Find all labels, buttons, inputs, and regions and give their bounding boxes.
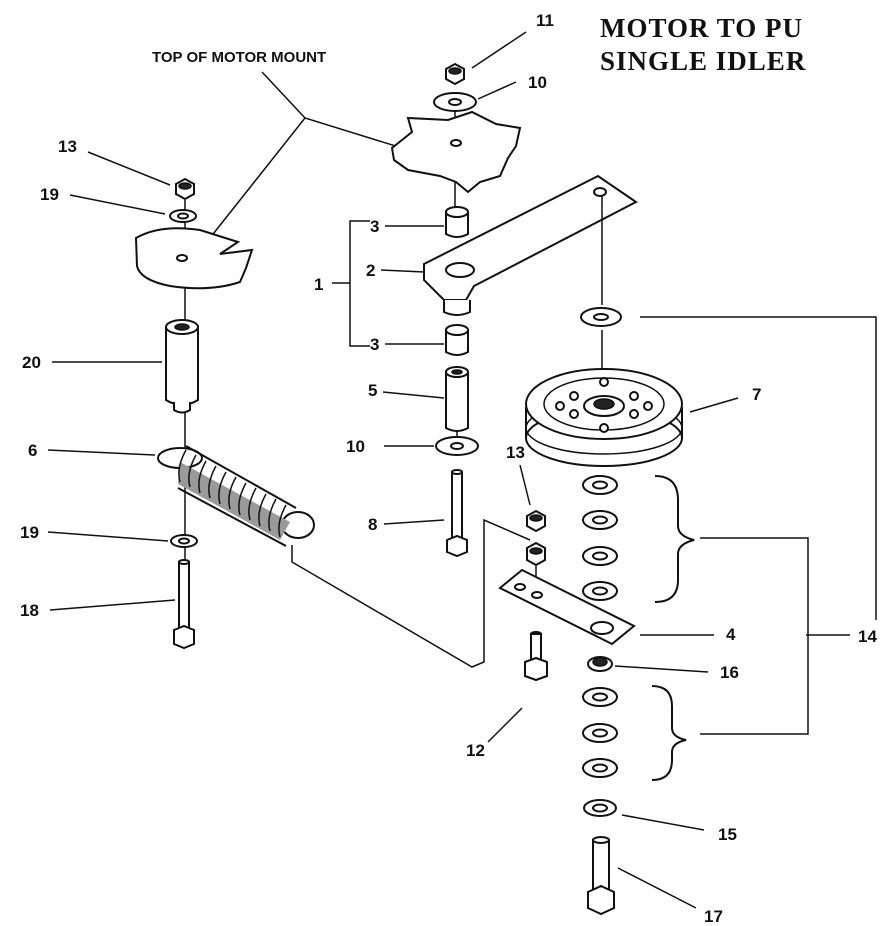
nut-13-lower	[526, 541, 546, 567]
extension-spring-6	[157, 445, 315, 547]
callout-19-bottom: 19	[20, 523, 39, 542]
callout-10-bottom: 10	[346, 437, 365, 456]
bolt-18	[173, 559, 195, 650]
washer-stack-upper	[582, 475, 618, 601]
washer-10-top	[433, 92, 477, 112]
caption-top-of-motor-mount: TOP OF MOTOR MOUNT	[152, 49, 326, 66]
bolt-12	[524, 631, 548, 682]
motor-mount-plate-left	[134, 227, 254, 290]
bolt-17	[587, 836, 615, 916]
washer-14-top	[580, 307, 622, 327]
callout-15: 15	[718, 825, 737, 844]
washer-15	[583, 799, 617, 817]
spring-hook-path	[291, 518, 531, 668]
motor-mount-plate-center	[390, 110, 522, 194]
callout-12: 12	[466, 741, 485, 760]
callout-3-bottom: 3	[370, 335, 379, 354]
washer-19-bottom	[170, 534, 198, 548]
callout-2: 2	[366, 261, 375, 280]
nut-11	[445, 62, 465, 86]
callout-18: 18	[20, 601, 39, 620]
callout-labels: 13 19 20 6 19 18 11 10 3 2 1 3 5 10 8 13…	[20, 11, 877, 926]
caption-leader-lines	[201, 71, 416, 249]
callout-20: 20	[22, 353, 41, 372]
pulley-7	[525, 368, 683, 467]
callout-8: 8	[368, 515, 377, 534]
spacer-5	[445, 366, 469, 432]
callout-13-right: 13	[506, 443, 525, 462]
callout-7: 7	[752, 385, 761, 404]
callout-3-top: 3	[370, 217, 379, 236]
bolt-8	[446, 469, 468, 558]
bushing-3-top	[445, 206, 469, 238]
washer-19-top	[169, 209, 197, 223]
callout-6: 6	[28, 441, 37, 460]
nut-13-left	[175, 177, 195, 201]
bushing-16	[587, 656, 613, 672]
callout-11: 11	[536, 11, 554, 30]
brace-lower	[651, 685, 687, 781]
washer-stack-lower	[582, 687, 618, 778]
callout-10-top: 10	[528, 73, 547, 92]
nut-13-upper	[526, 509, 546, 533]
callout-1: 1	[314, 275, 323, 294]
leader-lines	[47, 31, 877, 909]
washer-10-bottom	[435, 436, 479, 456]
callout-14: 14	[858, 627, 877, 646]
idler-arm-2	[423, 174, 638, 316]
bracket-4	[498, 568, 636, 646]
callout-4: 4	[726, 625, 736, 644]
title-line-2: SINGLE IDLER	[600, 46, 806, 76]
callout-19-top: 19	[40, 185, 59, 204]
bushing-3-bottom	[445, 324, 469, 356]
callout-16: 16	[720, 663, 739, 682]
callout-13-left: 13	[58, 137, 77, 156]
callout-17: 17	[704, 907, 723, 926]
title-line-1: MOTOR TO PU	[600, 13, 803, 43]
callout-5: 5	[368, 381, 377, 400]
brace-upper	[654, 475, 695, 603]
spacer-tube-20	[165, 319, 199, 414]
